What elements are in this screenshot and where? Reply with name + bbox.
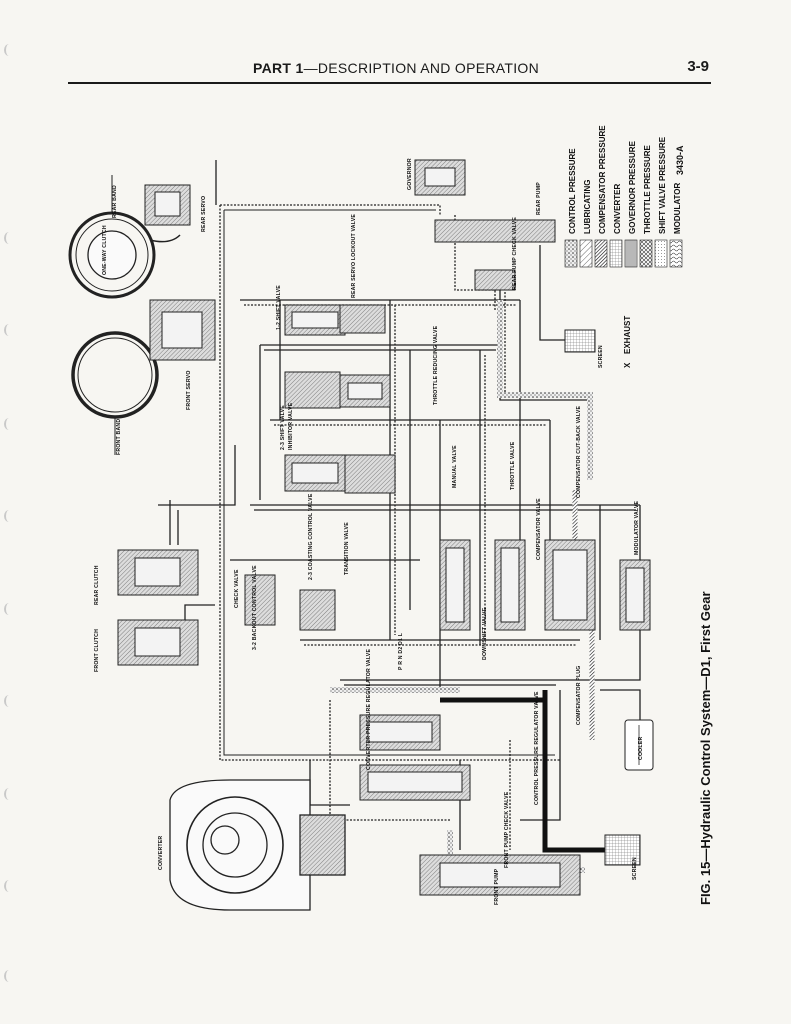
label-compensator-cutback: COMPENSATOR CUT-BACK VALVE [576, 406, 582, 498]
rear-pump-body [434, 219, 556, 243]
legend-swatch-control-pressure [564, 239, 578, 268]
punch-hole [4, 510, 14, 522]
label-selector-positions: P R N D2 D1 L [398, 632, 404, 670]
coasting-control-body [299, 589, 336, 631]
legend-label-converter: CONVERTER [613, 184, 622, 234]
screen-bottom [604, 834, 641, 866]
valve-bodies [244, 159, 654, 896]
check-valve-body [244, 574, 276, 626]
label-front-band: FRONT BAND [116, 419, 122, 455]
label-coasting-control: 2-3 COASTING CONTROL VALVE [308, 493, 314, 580]
legend-exhaust-symbol: X [623, 362, 632, 368]
label-transition-valve: TRANSITION VALVE [344, 522, 350, 575]
label-rear-pump: REAR PUMP [536, 182, 542, 215]
converter-assembly [169, 779, 346, 911]
legend-label-governor: GOVERNOR PRESSURE [628, 140, 637, 234]
label-check-valve: CHECK VALVE [234, 569, 240, 608]
punch-hole [4, 880, 14, 892]
label-control-regulator: CONTROL PRESSURE REGULATOR VALVE [534, 691, 540, 805]
part-label: PART 1 [253, 60, 304, 76]
page-number: 3-9 [687, 58, 709, 75]
legend-label-shift-valve: SHIFT VALVE PRESSURE [658, 136, 667, 234]
legend-label-throttle: THROTTLE PRESSURE [643, 144, 652, 234]
label-cooler: COOLER [638, 737, 644, 760]
label-screen-top: SCREEN [598, 345, 604, 368]
label-rear-pump-check: REAR PUMP CHECK VALVE [512, 217, 518, 290]
punch-hole [4, 324, 14, 336]
label-backout-control: 3-2 BACKOUT CONTROL VALVE [252, 565, 258, 650]
label-front-servo: FRONT SERVO [186, 370, 192, 410]
punch-hole [4, 44, 14, 56]
punch-hole [4, 695, 14, 707]
punch-hole [4, 970, 14, 982]
label-screen-bottom: SCREEN [632, 857, 638, 880]
legend-swatch-shift-valve [654, 239, 668, 268]
label-throttle-valve: THROTTLE VALVE [510, 441, 516, 490]
legend-swatch-governor [624, 239, 638, 268]
label-manual-valve: MANUAL VALVE [452, 445, 458, 488]
label-front-pump-check: FRONT PUMP CHECK VALVE [504, 791, 510, 868]
page-title: PART 1—DESCRIPTION AND OPERATION [253, 60, 539, 76]
label-converter-regulator: CONVERTER PRESSURE REGULATOR VALVE [366, 649, 372, 770]
figure-id: 3430-A [675, 145, 685, 175]
label-shift-valve-23: 2-3 SHIFT VALVE [280, 405, 286, 450]
legend-swatch-lubricating [579, 239, 593, 268]
legend-exhaust-label: EXHAUST [623, 316, 632, 354]
label-converter: CONVERTER [158, 836, 164, 870]
punch-hole [4, 232, 14, 244]
legend-label-lubricating: LUBRICATING [583, 179, 592, 234]
label-one-way-clutch: ONE-WAY CLUTCH [102, 225, 108, 275]
figure-caption: FIG. 15—Hydraulic Control System—D1, Fir… [698, 591, 713, 905]
legend: CONTROL PRESSURE LUBRICATING COMPENSATOR… [564, 125, 683, 368]
punch-hole [4, 603, 14, 615]
lockout-valve-body [339, 304, 386, 334]
label-rear-clutch: REAR CLUTCH [94, 565, 100, 605]
label-rear-band: REAR BAND [112, 185, 118, 218]
shift-valve-23-body [284, 371, 341, 409]
label-compensator-valve: COMPENSATOR VALVE [536, 498, 542, 560]
label-rear-servo-lockout: REAR SERVO LOCKOUT VALVE [351, 214, 357, 298]
label-inhibitor-valve: INHIBITOR VALVE [288, 402, 294, 450]
section-title: —DESCRIPTION AND OPERATION [303, 60, 540, 76]
governor-body [414, 159, 466, 196]
legend-label-modulator: MODULATOR [673, 183, 682, 234]
legend-swatch-compensator [594, 239, 608, 268]
transition-valve-body [344, 454, 396, 494]
screen-top [564, 329, 596, 353]
front-clutch [117, 619, 199, 666]
punch-hole [4, 788, 14, 800]
label-throttle-reducing: THROTTLE REDUCING VALVE [433, 325, 439, 405]
front-band-assembly [71, 299, 216, 455]
legend-swatch-throttle [639, 239, 653, 268]
label-downshift-valve: DOWNSHIFT VALVE [482, 607, 488, 660]
label-modulator-valve: MODULATOR VALVE [634, 500, 640, 555]
legend-label-compensator: COMPENSATOR PRESSURE [598, 125, 607, 234]
punch-hole [4, 418, 14, 430]
legend-swatch-modulator [669, 239, 683, 268]
rear-band-assembly [68, 175, 191, 299]
label-compensator-plug: COMPENSATOR PLUG [576, 666, 582, 726]
legend-swatch-converter [609, 239, 623, 268]
rear-clutch [117, 549, 199, 596]
rear-pump-check-body [474, 269, 516, 291]
label-governor: GOVERNOR [407, 158, 413, 190]
label-shift-valve-12: 1-2 SHIFT VALVE [276, 285, 282, 330]
header-divider [68, 82, 711, 84]
legend-label-control-pressure: CONTROL PRESSURE [568, 148, 577, 234]
label-front-clutch: FRONT CLUTCH [94, 629, 100, 672]
component-labels: REAR BAND ONE-WAY CLUTCH REAR SERVO GOVE… [94, 158, 644, 905]
label-rear-servo: REAR SERVO [201, 196, 207, 232]
label-front-pump: FRONT PUMP [494, 868, 500, 905]
page-header: PART 1—DESCRIPTION AND OPERATION 3-9 [68, 58, 711, 82]
